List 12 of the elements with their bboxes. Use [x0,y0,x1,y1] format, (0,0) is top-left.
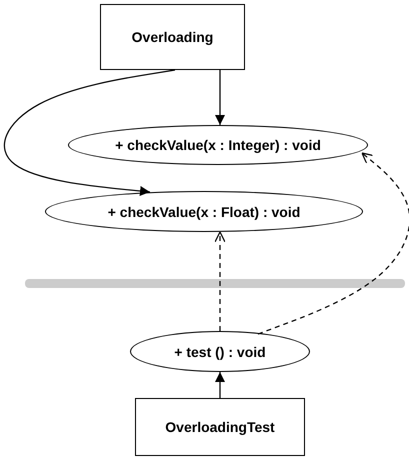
arrow [4,69,176,196]
arrow [215,372,225,398]
method-label: + checkValue(x : Float) : void [108,204,300,220]
class-box [135,398,305,456]
class-box [100,4,245,70]
class-name: Overloading [132,29,214,45]
arrow [215,70,225,125]
class-name: OverloadingTest [165,419,275,435]
method-label: + checkValue(x : Integer) : void [115,137,321,153]
arrow [214,231,226,331]
arrow [258,152,409,335]
method-label: + test () : void [174,344,266,360]
